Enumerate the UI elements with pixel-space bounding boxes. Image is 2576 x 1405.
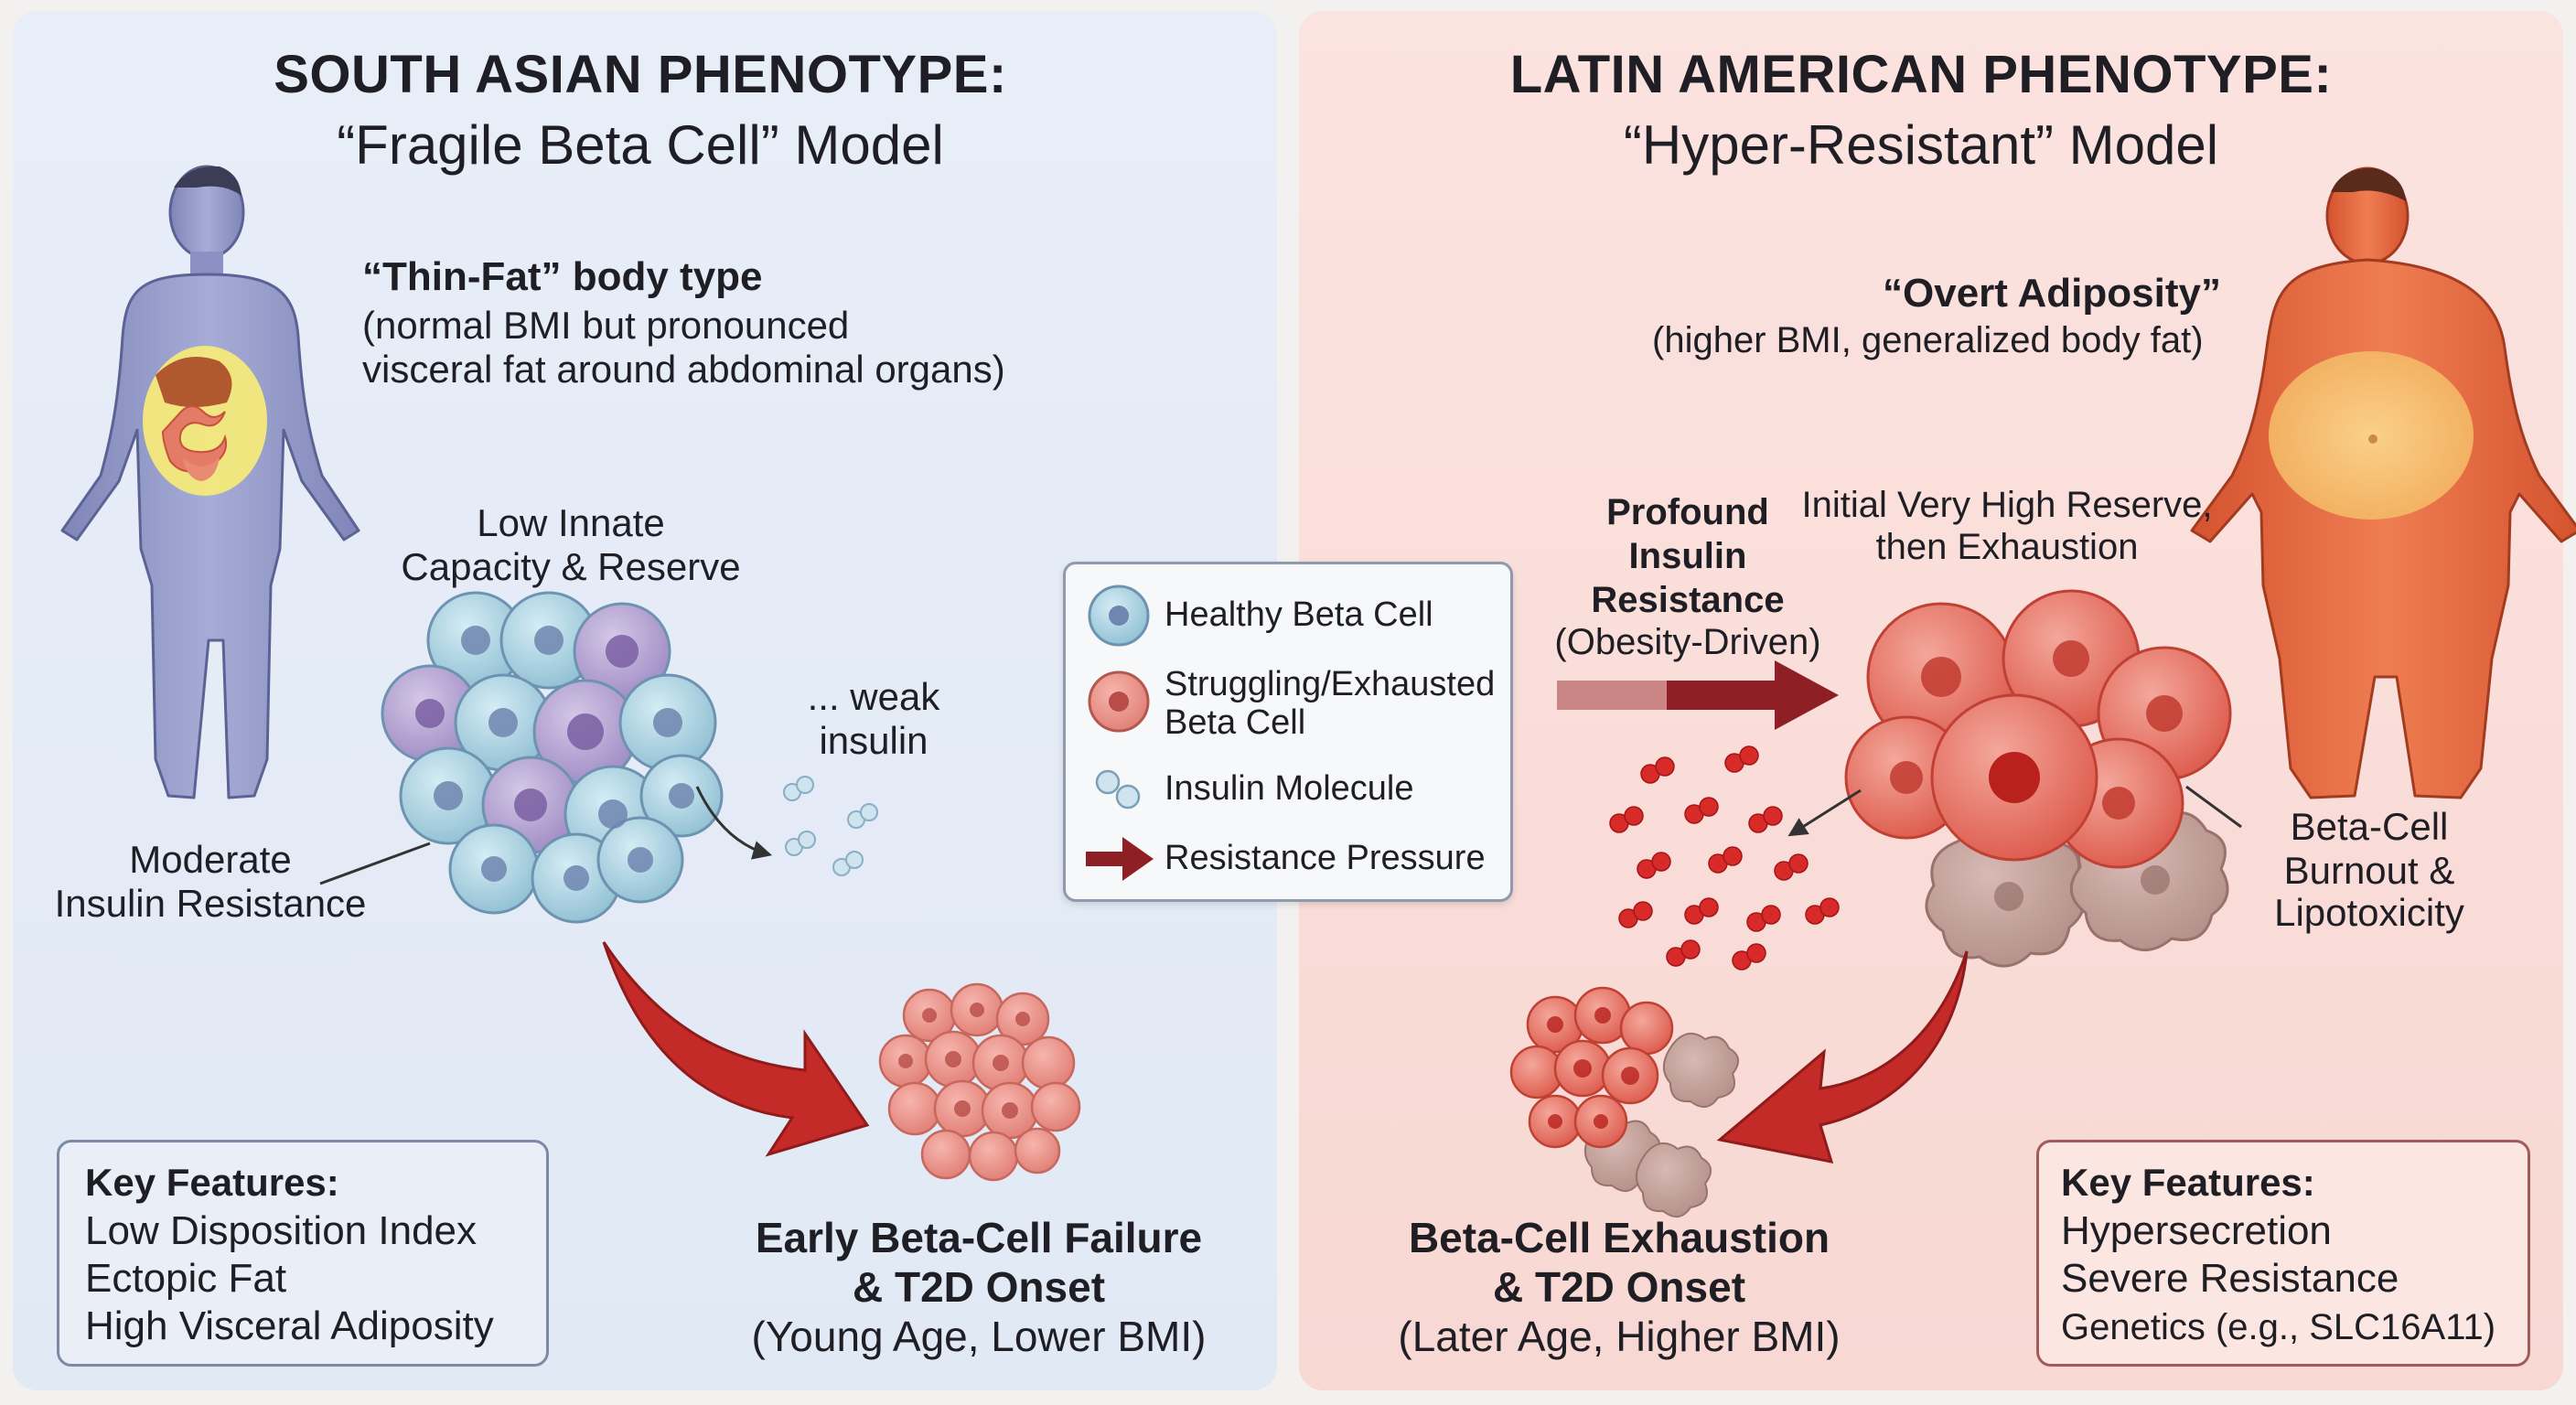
early-failure-outcome-line-1: Early Beta-Cell Failure [755, 1214, 1203, 1261]
burnout-pointer [2185, 785, 2242, 829]
burnout-label-line-3: Lipotoxicity [2274, 891, 2464, 934]
overt-adiposity-heading: “Overt Adiposity” [1883, 271, 2221, 316]
exhausted-cell-cluster [1509, 986, 1739, 1217]
struggling-cell-legend-icon [1088, 670, 1150, 733]
early-failure-outcome-line-2: & T2D Onset [852, 1263, 1106, 1311]
early-failure-outcome-line-3: (Young Age, Lower BMI) [751, 1313, 1207, 1360]
healthy-cell-legend-icon [1088, 585, 1150, 647]
high-reserve-label-line-1: Initial Very High Reserve, [1801, 485, 2213, 525]
legend-struggling-label-line-2: Beta Cell [1165, 703, 1306, 742]
right-key-feature-2: Severe Resistance [2061, 1256, 2399, 1301]
left-key-features-heading: Key Features: [85, 1161, 339, 1204]
weak-insulin-label-line-1: ... weak [807, 675, 940, 718]
left-key-feature-1: Low Disposition Index [85, 1208, 478, 1253]
low-capacity-label-line-1: Low Innate [477, 501, 665, 544]
legend-healthy-label: Healthy Beta Cell [1165, 595, 1433, 634]
profound-resistance-label-line-4: (Obesity-Driven) [1554, 622, 1821, 662]
burnout-label-line-2: Burnout & [2283, 849, 2455, 892]
low-reserve-cell-cluster [381, 591, 724, 924]
profound-resistance-label-line-3: Resistance [1591, 580, 1785, 620]
weak-insulin-label-line-2: insulin [819, 719, 928, 762]
legend-symbols [1086, 585, 1154, 881]
thin-fat-human-figure [60, 165, 360, 799]
high-reserve-label-line-2: then Exhaustion [1875, 527, 2139, 567]
left-key-features-box: Key Features: Low Disposition Index Ecto… [57, 1140, 549, 1367]
insulin-molecule-legend-icon [1095, 769, 1141, 810]
profound-resistance-label-line-2: Insulin [1628, 536, 1747, 576]
weak-insulin-arrow [695, 786, 773, 860]
profound-resistance-label-line-1: Profound [1606, 492, 1769, 532]
moderate-resistance-pointer [319, 842, 431, 885]
thin-fat-heading: “Thin-Fat” body type [362, 254, 763, 299]
right-key-feature-1: Hypersecretion [2061, 1208, 2332, 1253]
overt-adiposity-human-figure [2190, 166, 2576, 799]
hypersecretion-arrow [1787, 788, 1862, 837]
left-key-feature-3: High Visceral Adiposity [85, 1303, 494, 1348]
burnout-label-line-1: Beta-Cell [2290, 805, 2449, 848]
right-progression-arrow [1716, 950, 1969, 1164]
low-capacity-label-line-2: Capacity & Reserve [401, 545, 741, 588]
exhaustion-outcome-line-1: Beta-Cell Exhaustion [1408, 1214, 1830, 1261]
right-panel-subtitle: “Hyper-Resistant” Model [1623, 114, 2219, 176]
right-panel-title: LATIN AMERICAN PHENOTYPE: [1509, 45, 2333, 104]
legend-struggling-label-line-1: Struggling/Exhausted [1165, 665, 1496, 703]
overt-adiposity-description: (higher BMI, generalized body fat) [1652, 320, 2204, 360]
right-key-features-box: Key Features: Hypersecretion Severe Resi… [2036, 1140, 2530, 1367]
thin-fat-description-line-2: visceral fat around abdominal organs) [362, 348, 1005, 391]
left-progression-arrow [602, 941, 870, 1157]
weak-insulin-molecules [783, 776, 878, 876]
resistance-pressure-arrow [1557, 660, 1839, 730]
left-key-feature-2: Ectopic Fat [85, 1256, 287, 1301]
exhaustion-outcome-line-2: & T2D Onset [1492, 1263, 1746, 1311]
resistance-pressure-legend-icon [1086, 837, 1154, 881]
right-key-features-heading: Key Features: [2061, 1161, 2315, 1204]
legend-box: Healthy Beta Cell Struggling/Exhausted B… [1063, 562, 1513, 902]
moderate-resistance-label-line-1: Moderate [129, 838, 292, 881]
moderate-resistance-label-line-2: Insulin Resistance [54, 882, 367, 925]
left-panel-subtitle: “Fragile Beta Cell” Model [337, 114, 944, 176]
legend-pressure-label: Resistance Pressure [1165, 839, 1486, 877]
hyper-reserve-cell-cluster [1844, 589, 2232, 968]
exhaustion-outcome-line-3: (Later Age, Higher BMI) [1398, 1313, 1841, 1360]
legend-insulin-label: Insulin Molecule [1165, 769, 1414, 808]
thin-fat-description-line-1: (normal BMI but pronounced [362, 304, 850, 347]
left-panel-title: SOUTH ASIAN PHENOTYPE: [274, 45, 1007, 104]
right-key-feature-3: Genetics (e.g., SLC16A11) [2061, 1307, 2496, 1347]
hypersecreted-insulin-molecules [1609, 745, 1840, 971]
